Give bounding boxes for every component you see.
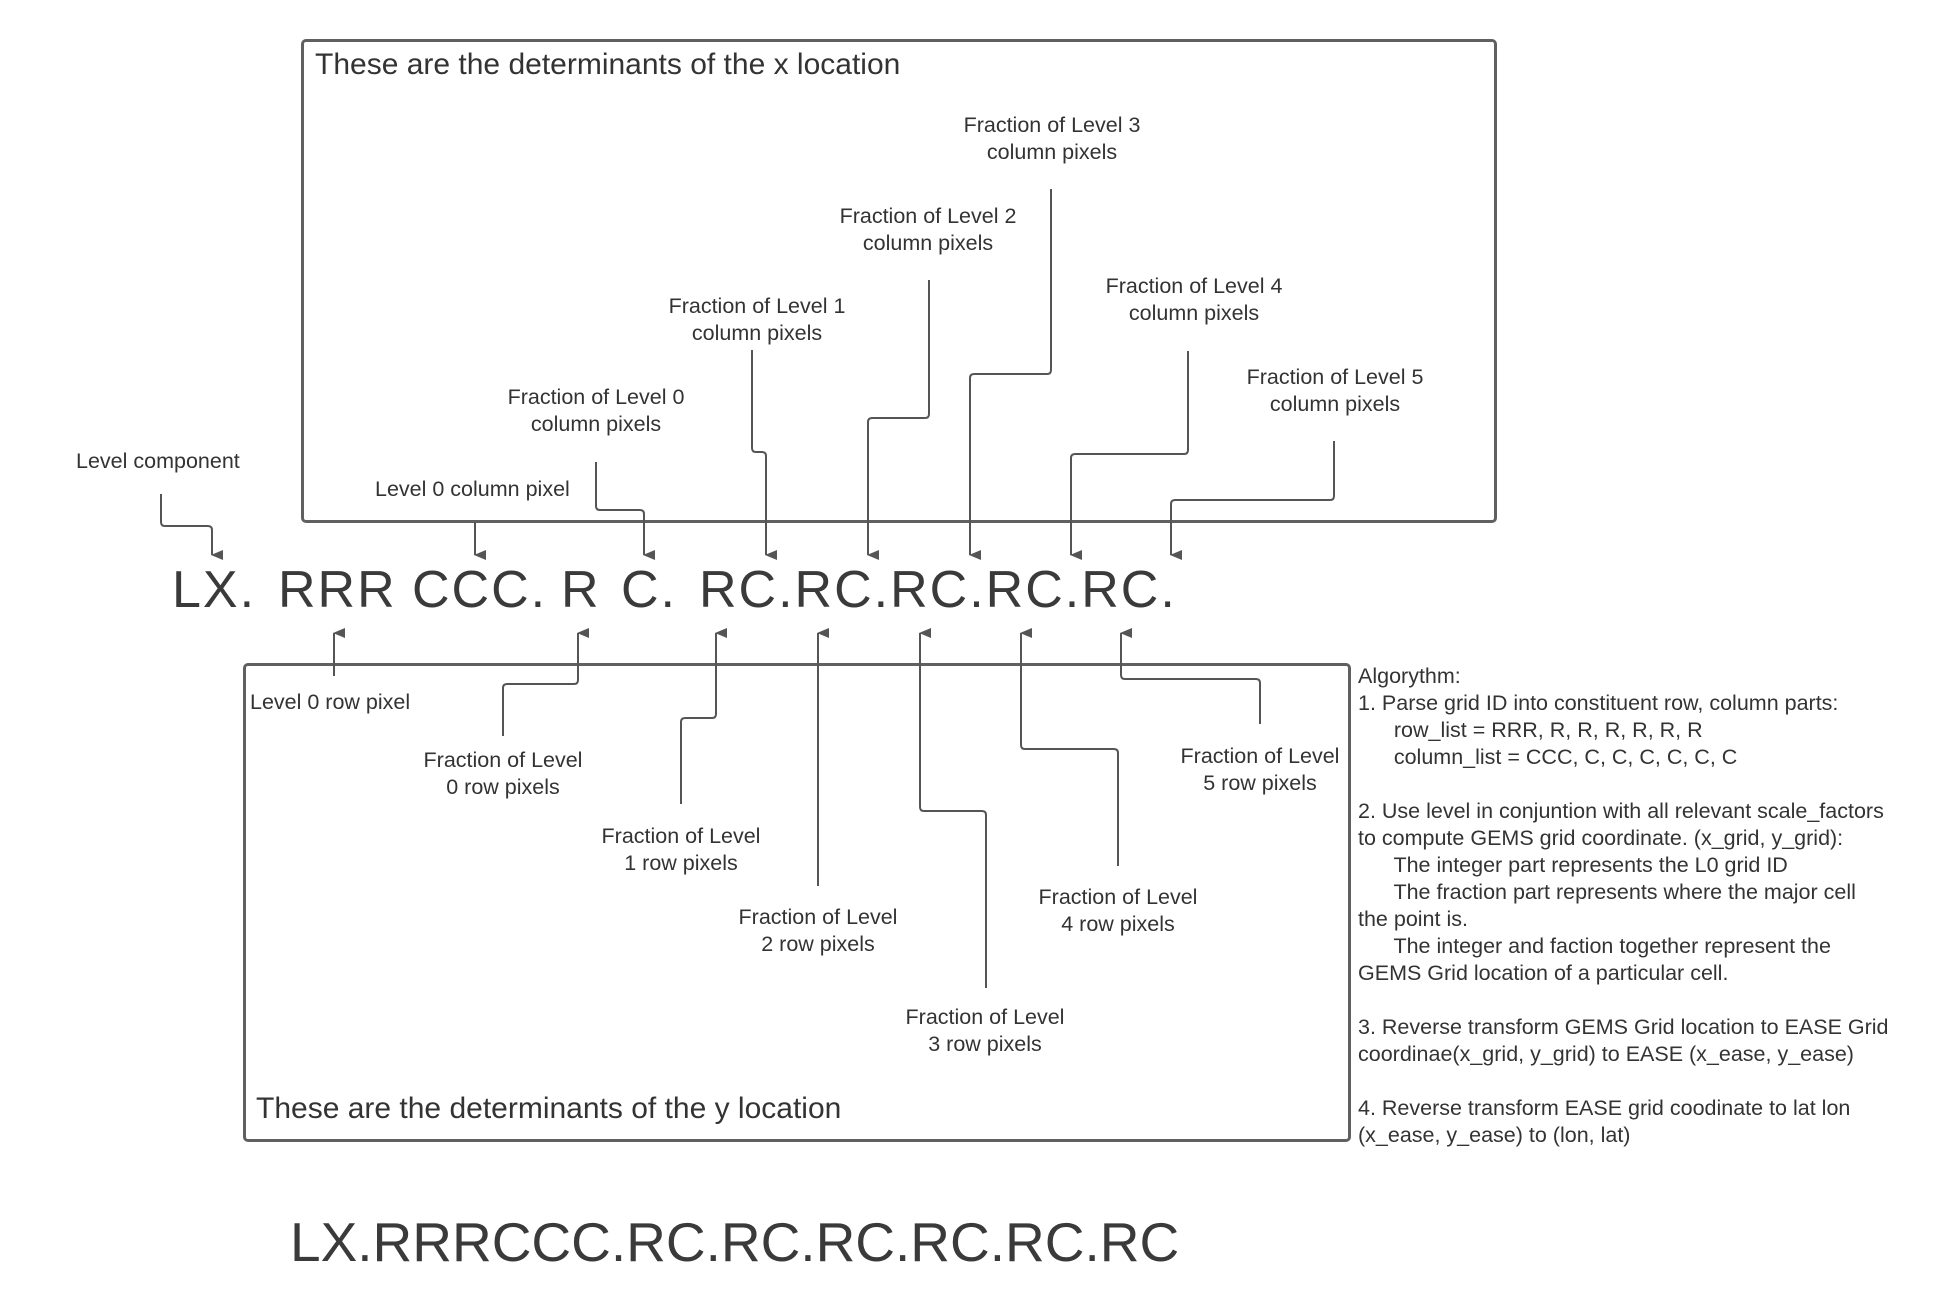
algorithm-line: Algorythm: <box>1358 664 1461 688</box>
code-rrr: RRR <box>278 561 397 619</box>
code-rc-sequence: RC.RC.RC.RC.RC. <box>699 561 1177 619</box>
algorithm-line: the point is. <box>1358 907 1468 931</box>
algorithm-line: to compute GEMS grid coordinate. (x_grid… <box>1358 826 1844 850</box>
algorithm-line: 1. Parse grid ID into constituent row, c… <box>1358 691 1839 715</box>
algorithm-text: Algorythm: 1. Parse grid ID into constitu… <box>1358 663 1889 1149</box>
algorithm-line: row_list = RRR, R, R, R, R, R, R <box>1358 718 1703 742</box>
arrow-frac-level3-column <box>969 189 1052 560</box>
arrow-frac-level4-row <box>1020 628 1119 866</box>
arrow-frac-level5-row <box>1120 628 1261 724</box>
arrow-frac-level3-row <box>919 628 987 988</box>
algorithm-line: (x_ease, y_ease) to (lon, lat) <box>1358 1123 1631 1147</box>
arrow-frac-level1-column <box>751 350 777 560</box>
algorithm-line: 2. Use level in conjuntion with all rele… <box>1358 799 1884 823</box>
algorithm-line: 4. Reverse transform EASE grid coodinate… <box>1358 1096 1851 1120</box>
arrow-frac-level2-column <box>867 280 930 560</box>
x-box-title: These are the determinants of the x loca… <box>315 48 901 81</box>
algorithm-line: The integer part represents the L0 grid … <box>1358 853 1788 877</box>
label-level0-column-pixel: Level 0 column pixel <box>375 477 570 501</box>
label-level-component: Level component <box>76 449 240 473</box>
y-box-title: These are the determinants of the y loca… <box>256 1092 842 1125</box>
algorithm-line: The integer and faction together represe… <box>1358 934 1831 958</box>
algorithm-line: column_list = CCC, C, C, C, C, C, C <box>1358 745 1738 769</box>
y-determinants-box <box>243 663 1351 1142</box>
x-determinants-box <box>301 39 1497 523</box>
code-lx: LX. <box>172 561 257 619</box>
algorithm-line: 3. Reverse transform GEMS Grid location … <box>1358 1015 1889 1039</box>
algorithm-line: GEMS Grid location of a particular cell. <box>1358 961 1729 985</box>
arrow-frac-level4-column <box>1070 351 1189 560</box>
full-code: LX.RRRCCC.RC.RC.RC.RC.RC.RC <box>290 1211 1180 1273</box>
algorithm-line: The fraction part represents where the m… <box>1358 880 1856 904</box>
arrow-frac-level0-column <box>595 462 655 560</box>
code-ccc: CCC. <box>412 561 548 619</box>
arrow-frac-level5-column <box>1170 441 1335 560</box>
algorithm-line: coordinae(x_grid, y_grid) to EASE (x_eas… <box>1358 1042 1854 1066</box>
label-level0-row-pixel: Level 0 row pixel <box>250 690 411 714</box>
arrow-level-component <box>160 494 223 560</box>
code-r: R <box>561 561 601 619</box>
arrow-frac-level0-row <box>502 628 589 736</box>
arrow-frac-level1-row <box>680 628 727 804</box>
code-c: C. <box>621 561 677 619</box>
